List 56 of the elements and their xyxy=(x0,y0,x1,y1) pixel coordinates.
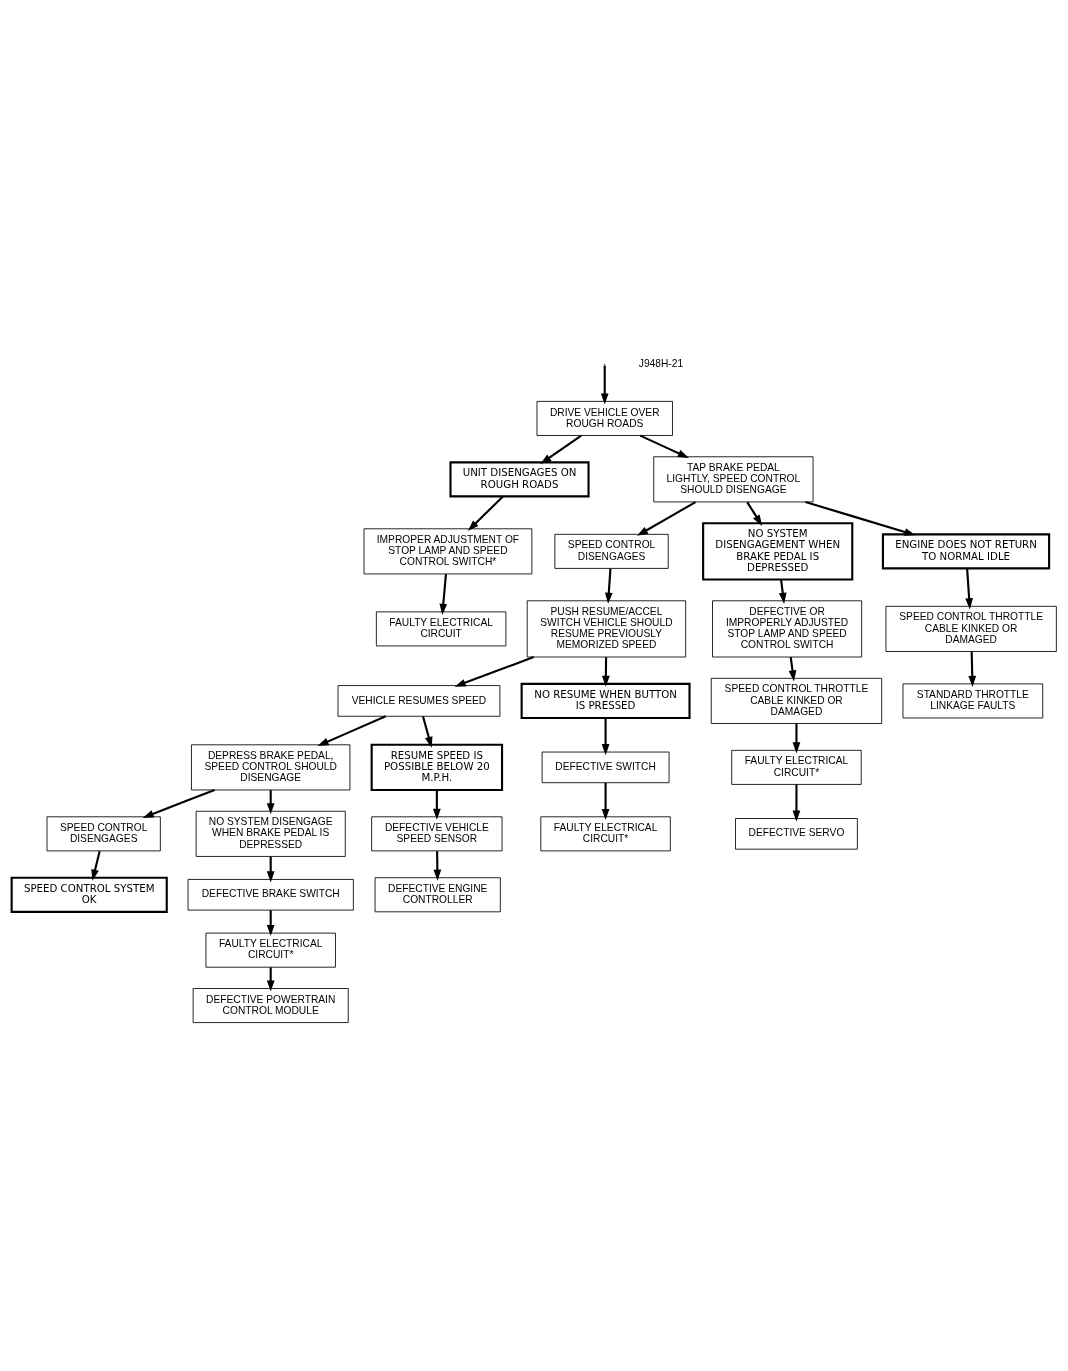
arrow xyxy=(266,966,275,992)
arrow xyxy=(788,656,797,681)
arrow xyxy=(266,789,275,814)
arrow xyxy=(600,365,609,404)
node-box: VEHICLE RESUMES SPEED xyxy=(337,684,501,717)
node-box: ENGINE DOES NOT RETURN TO NORMAL IDLE xyxy=(881,532,1051,569)
node-box: FAULTY ELECTRICAL CIRCUIT xyxy=(375,610,507,646)
node-box: TAP BRAKE PEDAL LIGHTLY, SPEED CONTROL SHOULD DISENGAGE xyxy=(653,455,814,502)
arrow xyxy=(778,578,787,604)
node-box: SPEED CONTROL DISENGAGES xyxy=(46,815,161,851)
node-box: DRIVE VEHICLE OVER ROUGH ROADS xyxy=(536,400,673,436)
node-box: SPEED CONTROL THROTTLE CABLE KINKED OR DAMAGED xyxy=(885,605,1057,652)
arrow xyxy=(792,723,801,753)
node-box: DEFECTIVE BRAKE SWITCH xyxy=(187,878,354,911)
node-box: DEFECTIVE POWERTRAIN CONTROL MODULE xyxy=(192,987,349,1023)
arrow xyxy=(968,651,977,687)
arrow xyxy=(439,573,448,615)
arrow xyxy=(91,850,101,881)
arrow xyxy=(805,500,916,536)
arrow xyxy=(746,501,763,526)
arrow xyxy=(601,782,610,820)
node-box: RESUME SPEED IS POSSIBLE BELOW 20 M.P.H. xyxy=(370,743,504,791)
node-box: DEFECTIVE OR IMPROPERLY ADJUSTED STOP LAMP AND SPEED CONTROL SWITCH xyxy=(712,599,863,657)
label: J948H-21 xyxy=(638,357,684,369)
node-box: FAULTY ELECTRICAL CIRCUIT* xyxy=(540,815,671,851)
arrow xyxy=(602,656,610,687)
node-box: DEFECTIVE ENGINE CONTROLLER xyxy=(374,876,501,912)
node-box: STANDARD THROTTLE LINKAGE FAULTS xyxy=(902,682,1044,718)
node-box: IMPROPER ADJUSTMENT OF STOP LAMP AND SPEED CONTROL SWITCH* xyxy=(363,527,533,574)
node-box: DEFECTIVE SWITCH xyxy=(541,751,670,783)
node-box: NO SYSTEM DISENGAGE WHEN BRAKE PEDAL IS DEPRESSED xyxy=(195,810,346,857)
arrow xyxy=(604,568,613,604)
arrow xyxy=(636,500,697,536)
arrow xyxy=(601,717,610,755)
node-box: DEFECTIVE VEHICLE SPEED SENSOR xyxy=(371,815,503,851)
node-box: NO RESUME WHEN BUTTON IS PRESSED xyxy=(520,682,691,719)
node-box: DEFECTIVE SERVO xyxy=(735,817,858,850)
node-box: SPEED CONTROL THROTTLE CABLE KINKED OR DAMAGED xyxy=(710,677,883,724)
arrow xyxy=(965,568,973,609)
node-box: SPEED CONTROL SYSTEM OK xyxy=(10,876,168,913)
arrow xyxy=(432,789,441,820)
node-box: DEPRESS BRAKE PEDAL, SPEED CONTROL SHOULD DISENGAGE xyxy=(191,743,351,790)
node-box: NO SYSTEM DISENGAGEMENT WHEN BRAKE PEDAL IS DEPRESSED xyxy=(702,521,854,581)
arrow xyxy=(792,784,801,822)
arrow xyxy=(454,655,535,687)
arrow xyxy=(142,788,215,818)
node-box: SPEED CONTROL DISENGAGES xyxy=(554,533,669,569)
arrow xyxy=(433,850,442,881)
node-box: PUSH RESUME/ACCEL SWITCH VEHICLE SHOULD RESUME PREVIOUSLY MEMORIZED SPEED xyxy=(526,599,687,657)
arrow xyxy=(467,495,504,531)
arrow xyxy=(266,909,275,936)
arrow xyxy=(317,714,387,746)
node-box: FAULTY ELECTRICAL CIRCUIT* xyxy=(731,749,862,785)
arrow xyxy=(422,715,433,748)
node-box: UNIT DISENGAGES ON ROUGH ROADS xyxy=(449,460,590,497)
node-box: FAULTY ELECTRICAL CIRCUIT* xyxy=(205,932,336,968)
